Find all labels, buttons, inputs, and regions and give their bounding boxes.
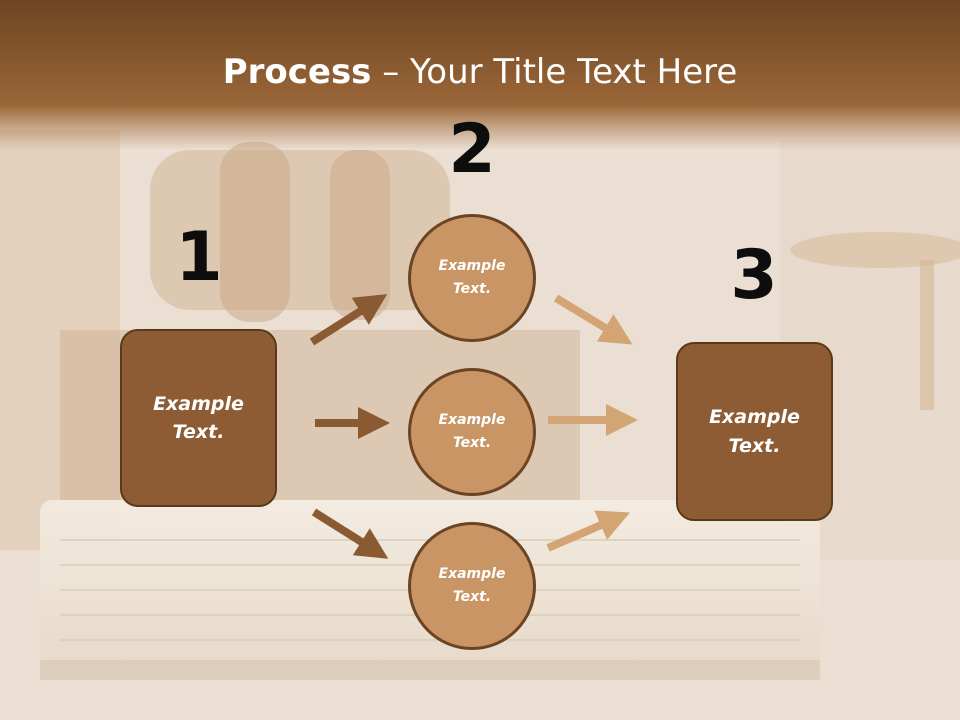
arrow-to-circle-3 <box>311 508 389 559</box>
right-result-box: Example Text. <box>676 342 833 521</box>
arrow-from-circle-1 <box>553 294 633 345</box>
process-circle-3: Example Text. <box>408 522 536 650</box>
process-circle-1: Example Text. <box>408 214 536 342</box>
step-number-1: 1 <box>175 218 223 297</box>
arrow-from-circle-3 <box>546 510 631 552</box>
title-bold: Process <box>222 52 372 92</box>
step-number-3: 3 <box>730 236 778 315</box>
left-process-box: Example Text. <box>120 329 277 507</box>
step-number-2: 2 <box>448 110 496 189</box>
process-circle-2: Example Text. <box>408 368 536 496</box>
slide-title: Process – Your Title Text Here <box>0 52 960 92</box>
title-rest: – Your Title Text Here <box>371 52 738 92</box>
arrow-to-circle-1 <box>309 294 388 346</box>
